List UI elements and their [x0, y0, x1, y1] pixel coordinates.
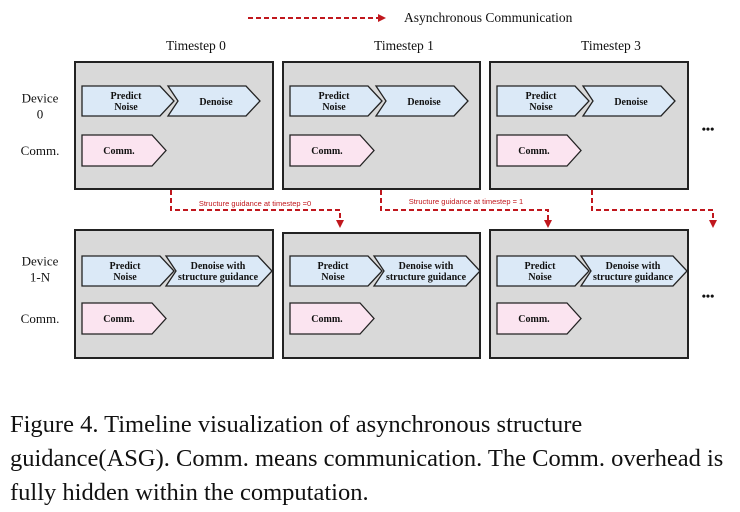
- comm-block-d0-t0: [81, 134, 167, 167]
- denoise-block-d0-t2: [581, 85, 676, 117]
- legend-label: Asynchronous Communication: [404, 10, 573, 25]
- predict-noise-text-d0-t1-line-2: Noise: [322, 102, 346, 113]
- row-label-device-1n-line-2: 1-N: [30, 270, 51, 285]
- predict-noise-block-d1n-t0: [81, 255, 175, 287]
- predict-noise-block-d1n-t2: [496, 255, 590, 287]
- denoise-sg-text-d1n-t1-line-1: Denoise with: [399, 261, 454, 272]
- panel-row-0-timestep-1: [282, 61, 481, 190]
- predict-noise-text-d0-t2-line-2: Noise: [529, 102, 553, 113]
- predict-noise-block-d0-t2: [496, 85, 590, 117]
- comm-text-d1n-t1: Comm.: [311, 314, 343, 325]
- ellipsis-row-1: •••: [702, 289, 715, 303]
- denoise-sg-text-d1n-t2-line-2: structure guidance: [593, 272, 674, 283]
- predict-noise-text-d1n-t2-line-2: Noise: [528, 272, 552, 283]
- denoise-sg-block-d1n-t1: [372, 255, 481, 287]
- denoise-sg-text-d1n-t0-line-1: Denoise with: [191, 261, 246, 272]
- predict-noise-text-d1n-t0-line-1: Predict: [110, 261, 142, 272]
- row-label-device-0-line-1: Device: [22, 91, 59, 106]
- predict-noise-text-d0-t2-line-1: Predict: [526, 91, 558, 102]
- comm-text-d1n-t0: Comm.: [103, 314, 135, 325]
- panel-row-0-timestep-0: [74, 61, 274, 190]
- row-label-comm-1n: Comm.: [21, 311, 60, 326]
- panel-row-0-timestep-2: [489, 61, 689, 190]
- denoise-block-d0-t0: [166, 85, 261, 117]
- predict-noise-block-d0-t0: [81, 85, 175, 117]
- row-label-device-0-line-2: 0: [37, 107, 44, 122]
- structure-guidance-arrow-0: [170, 190, 344, 228]
- comm-block-d1n-t2: [496, 302, 582, 335]
- comm-block-d0-t2: [496, 134, 582, 167]
- predict-noise-text-d0-t1-line-1: Predict: [319, 91, 351, 102]
- denoise-text-d0-t1: Denoise: [407, 97, 441, 108]
- denoise-block-d0-t1: [374, 85, 469, 117]
- comm-block-d1n-t0: [81, 302, 167, 335]
- predict-noise-block-d1n-t1: [289, 255, 383, 287]
- panel-row-1-timestep-2: [489, 229, 689, 359]
- predict-noise-text-d1n-t2-line-1: Predict: [525, 261, 557, 272]
- denoise-sg-text-d1n-t1-line-2: structure guidance: [386, 272, 467, 283]
- predict-noise-block-d0-t1: [289, 85, 383, 117]
- comm-text-d1n-t2: Comm.: [518, 314, 550, 325]
- panel-row-1-timestep-0: [74, 229, 274, 359]
- comm-text-d0-t0: Comm.: [103, 146, 135, 157]
- comm-text-d0-t2: Comm.: [518, 146, 550, 157]
- predict-noise-text-d1n-t1-line-2: Noise: [321, 272, 345, 283]
- timestep-header-1: Timestep 1: [374, 38, 434, 53]
- denoise-sg-block-d1n-t0: [164, 255, 273, 287]
- asg-timeline-diagram: Asynchronous Communication Structure gui…: [21, 10, 717, 359]
- panel-row-1-timestep-1: [282, 232, 481, 359]
- comm-text-d0-t1: Comm.: [311, 146, 343, 157]
- row-label-device-1n-line-1: Device: [22, 254, 59, 269]
- comm-block-d1n-t1: [289, 302, 375, 335]
- figure-caption: Figure 4. Timeline visualization of asyn…: [10, 411, 724, 506]
- timestep-header-2: Timestep 3: [581, 38, 641, 53]
- denoise-sg-text-d1n-t2-line-1: Denoise with: [606, 261, 661, 272]
- row-label-comm-0: Comm.: [21, 143, 60, 158]
- denoise-text-d0-t0: Denoise: [199, 97, 233, 108]
- structure-guidance-arrow-2: [591, 190, 717, 228]
- denoise-sg-block-d1n-t2: [579, 255, 688, 287]
- predict-noise-text-d0-t0-line-2: Noise: [114, 102, 138, 113]
- denoise-text-d0-t2: Denoise: [614, 97, 648, 108]
- structure-guidance-label-0: Structure guidance at timestep =0: [199, 199, 311, 208]
- predict-noise-text-d1n-t0-line-2: Noise: [113, 272, 137, 283]
- structure-guidance-label-1: Structure guidance at timestep = 1: [409, 197, 523, 206]
- structure-guidance-arrow-1: [380, 190, 552, 228]
- comm-block-d0-t1: [289, 134, 375, 167]
- timestep-header-0: Timestep 0: [166, 38, 226, 53]
- predict-noise-text-d0-t0-line-1: Predict: [111, 91, 143, 102]
- ellipsis-row-0: •••: [702, 122, 715, 136]
- denoise-sg-text-d1n-t0-line-2: structure guidance: [178, 272, 259, 283]
- predict-noise-text-d1n-t1-line-1: Predict: [318, 261, 350, 272]
